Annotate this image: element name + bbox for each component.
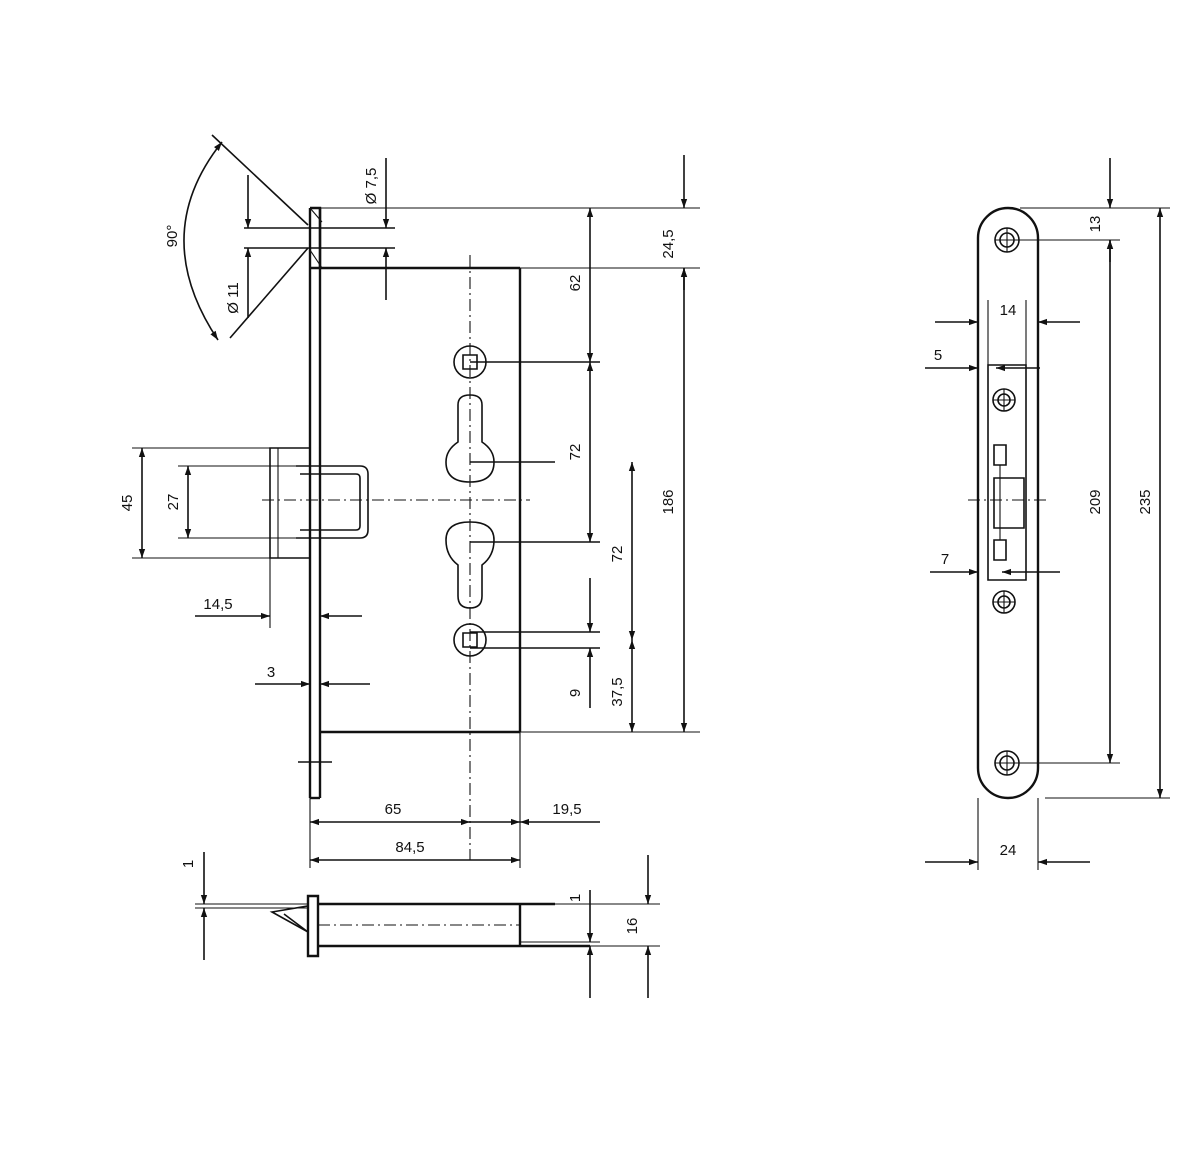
keyhole [446, 395, 555, 482]
lower-follower [454, 624, 600, 656]
faceplate-outline [978, 208, 1038, 798]
angle-label: 90° [164, 225, 181, 248]
dim-3: 3 [267, 664, 275, 681]
dim-37-5: 37,5 [609, 677, 626, 706]
latch-bevel [310, 208, 320, 268]
rotation-arc: 90° [164, 135, 308, 340]
bolt-dims: 45 27 [119, 448, 296, 558]
screw-hole-top [995, 228, 1019, 252]
dim-186: 186 [660, 489, 677, 514]
dim-235: 235 [1137, 489, 1154, 514]
dim-16: 16 [624, 918, 641, 935]
dim-14-5: 14,5 [203, 596, 232, 613]
faceplate-view: 14 5 7 24 13 209 235 [925, 158, 1170, 870]
plate-thickness-dim: 3 [255, 664, 370, 688]
dim-1-left: 1 [180, 860, 197, 868]
dim-65: 65 [385, 801, 402, 818]
dim-19-5: 19,5 [552, 801, 581, 818]
screw-hole-mid-bottom [993, 591, 1015, 613]
upper-follower [454, 346, 600, 378]
cylinder-cutout [446, 522, 600, 608]
dim-62: 62 [567, 275, 584, 292]
dim-9: 9 [567, 689, 584, 697]
dim-84-5: 84,5 [395, 839, 424, 856]
diameter-11-label: Ø 11 [225, 282, 242, 313]
dim-72-lower: 72 [609, 546, 626, 563]
projection-dim: 14,5 [195, 558, 362, 628]
dim-13: 13 [1087, 216, 1104, 233]
dim-72-upper: 72 [567, 444, 584, 461]
hole-diameter-dims: Ø 11 Ø 7,5 [225, 158, 395, 318]
faceplate-side [298, 208, 332, 798]
diameter-7-5-label: Ø 7,5 [363, 168, 380, 205]
dim-5: 5 [934, 347, 942, 364]
dim-14: 14 [1000, 302, 1017, 319]
vertical-dims: 24,5 186 62 72 72 37,5 9 [320, 155, 700, 732]
front-view: 90° [119, 135, 700, 868]
dim-24: 24 [1000, 842, 1017, 859]
dim-24-5: 24,5 [660, 229, 677, 258]
bottom-view: 1 1 16 [180, 852, 660, 998]
screw-hole-bottom [995, 751, 1019, 775]
dim-209: 209 [1087, 489, 1104, 514]
faceplate-bolt [968, 445, 1046, 560]
dim-7: 7 [941, 551, 949, 568]
dim-27: 27 [165, 494, 182, 511]
dim-1-right: 1 [567, 894, 584, 902]
latch-opening [988, 365, 1026, 580]
horizontal-dims: 65 19,5 84,5 [310, 732, 600, 868]
dim-45: 45 [119, 495, 136, 512]
screw-hole-mid-top [993, 389, 1015, 411]
